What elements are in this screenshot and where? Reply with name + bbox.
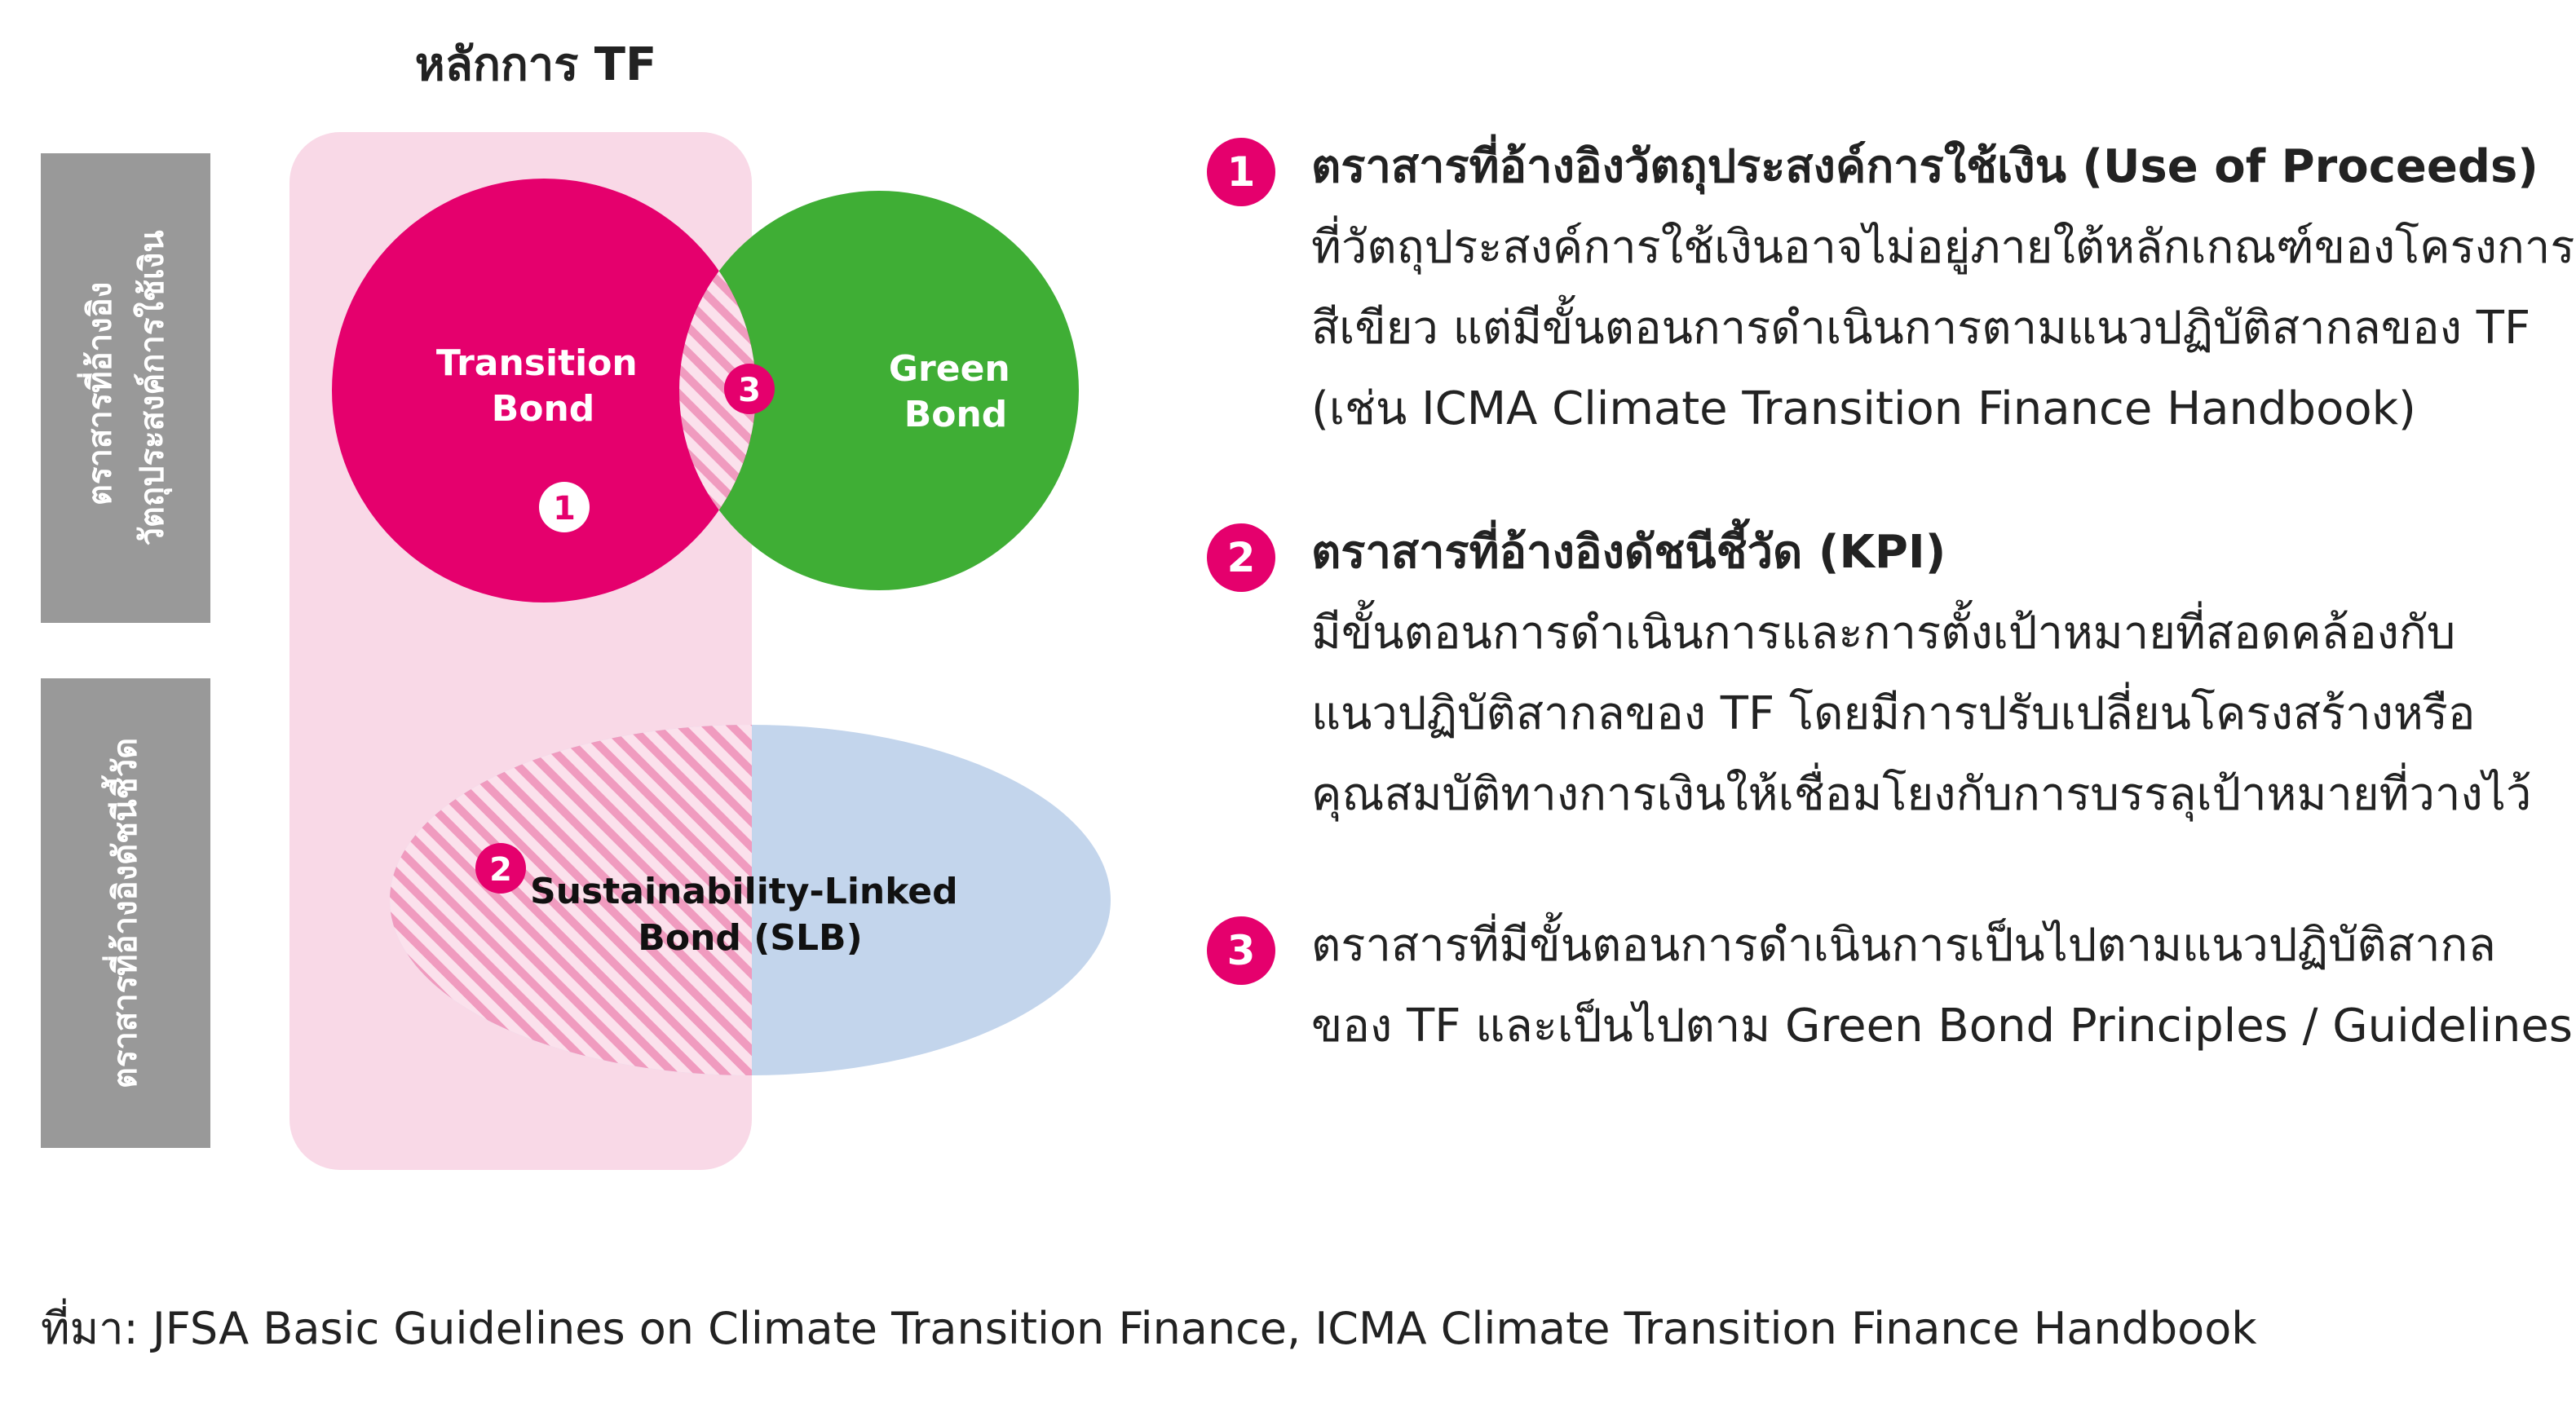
transition-bond-label: Transition Bond <box>436 342 650 430</box>
legend-number-3: 3 <box>1207 916 1275 985</box>
legend-text-1-1: ที่วัตถุประสงค์การใช้เงินอาจไม่อยู่ภายใต… <box>1311 221 2575 274</box>
green-bond-circle <box>679 191 1079 590</box>
legend-heading-2: ตราสารที่อ้างอิงดัชนีชี้วัด (KPI) <box>1311 526 1946 579</box>
legend-text-1-3: (เช่น ICMA Climate Transition Finance Ha… <box>1311 382 2416 435</box>
marker-3: 3 <box>724 364 775 414</box>
side-label-top-line1: ตราสารที่อ้างอิง <box>77 282 119 505</box>
marker-3-text: 3 <box>738 372 761 409</box>
green-bond-label: Green Bond <box>889 348 1023 435</box>
legend-text-2-3: คุณสมบัติทางการเงินให้เชื่อมโยงกับการบรร… <box>1311 768 2532 821</box>
slb-label: Sustainability-Linked Bond (SLB) <box>530 871 970 959</box>
slb-label-line1: Sustainability-Linked <box>530 871 958 912</box>
legend-text-3-1: ตราสารที่มีขั้นตอนการดำเนินการเป็นไปตามแ… <box>1311 919 2496 972</box>
green-bond-label-line1: Green <box>889 348 1010 390</box>
slb-tf-overlap <box>390 725 752 1075</box>
side-label-use-of-proceeds: ตราสารที่อ้างอิง วัตถุประสงค์การใช้เงิน <box>41 153 210 623</box>
legend-number-2: 2 <box>1207 523 1275 592</box>
legend-text-3-2: ของ TF และเป็นไปตาม Green Bond Principle… <box>1311 1000 2573 1053</box>
transition-bond-label-line2: Bond <box>492 388 595 430</box>
transition-bond-label-line1: Transition <box>436 342 638 384</box>
green-bond-label-line2: Bond <box>904 394 1008 435</box>
diagram-title: หลักการ TF <box>415 38 657 91</box>
marker-2: 2 <box>475 843 526 894</box>
legend-item-1: 1 ตราสารที่อ้างอิงวัตถุประสงค์การใช้เงิน… <box>1207 126 2574 449</box>
legend-text-1-2: สีเขียว แต่มีขั้นตอนการดำเนินการตามแนวปฏ… <box>1311 302 2531 355</box>
side-label-kpi: ตราสารที่อ้างอิงดัชนีชี้วัด <box>41 678 210 1148</box>
side-label-bottom-text: ตราสารที่อ้างอิงดัชนีชี้วัด <box>101 738 144 1088</box>
legend-item-2: 2 ตราสารที่อ้างอิงดัชนีชี้วัด (KPI) มีขั… <box>1207 512 2544 835</box>
legend-item-3: 3 ตราสารที่มีขั้นตอนการดำเนินการเป็นไปตา… <box>1207 905 2573 1066</box>
side-label-top-line2: วัตถุประสงค์การใช้เงิน <box>133 230 173 545</box>
svg-text:ตราสารที่อ้างอิง วัตถุปร: ตราสารที่อ้างอิง วัตถุประสงค์การใช้เงิน <box>77 230 173 545</box>
legend-text-2-1: มีขั้นตอนการดำเนินการและการตั้งเป้าหมายท… <box>1311 607 2456 660</box>
source-note: ที่มา: JFSA Basic Guidelines on Climate … <box>41 1303 2257 1354</box>
legend-heading-1: ตราสารที่อ้างอิงวัตถุประสงค์การใช้เงิน (… <box>1311 140 2538 193</box>
legend-text-2-2: แนวปฏิบัติสากลของ TF โดยมีการปรับเปลี่ยน… <box>1311 687 2476 740</box>
tf-diagram: หลักการ TF ตราสารที่อ้างอิง วัตถุประสงค์… <box>41 38 1111 1170</box>
legend-number-1: 1 <box>1207 138 1275 206</box>
marker-1: 1 <box>539 482 590 532</box>
transition-bond-circle <box>332 179 756 602</box>
marker-1-text: 1 <box>553 490 576 527</box>
marker-2-text: 2 <box>489 851 512 889</box>
slb-label-line2: Bond (SLB) <box>638 917 862 959</box>
